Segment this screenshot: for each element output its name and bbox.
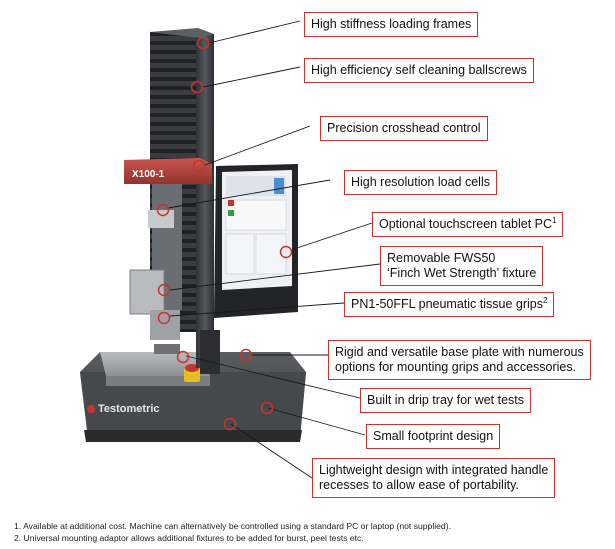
callout-load-cells: High resolution load cells [344,170,497,195]
callout-lightweight-design: Lightweight design with integrated handl… [312,458,556,498]
callout-ballscrews: High efficiency self cleaning ballscrews [304,58,534,83]
fixture-assembly [129,180,182,354]
footnote-1: 1. Available at additional cost. Machine… [14,521,451,531]
crosshead: X100-1 [124,158,212,184]
emergency-stop-button [184,364,200,382]
brand-logo: Testometric [98,403,160,415]
brand-logo-mark [87,405,95,413]
callout-drip-tray: Built in drip tray for wet tests [360,388,532,413]
callout-fws50-fixture: Removable FWS50 ‘Finch Wet Strength’ fix… [380,246,544,286]
callout-crosshead-control: Precision crosshead control [320,116,488,141]
callout-small-footprint: Small footprint design [366,424,501,449]
callout-loading-frames: High stiffness loading frames [304,12,479,37]
callout-leaders [167,20,381,479]
callout-markers [156,36,293,431]
callout-base-plate: Rigid and versatile base plate with nume… [328,340,591,380]
footnote-2: 2. Universal mounting adaptor allows add… [14,533,364,543]
touchscreen-tablet [214,164,298,318]
callout-tissue-grips: PN1-50FFL pneumatic tissue grips2 [344,292,555,317]
crosshead-label: X100-1 [132,169,165,180]
callout-tablet-pc: Optional touchscreen tablet PC1 [372,212,564,237]
